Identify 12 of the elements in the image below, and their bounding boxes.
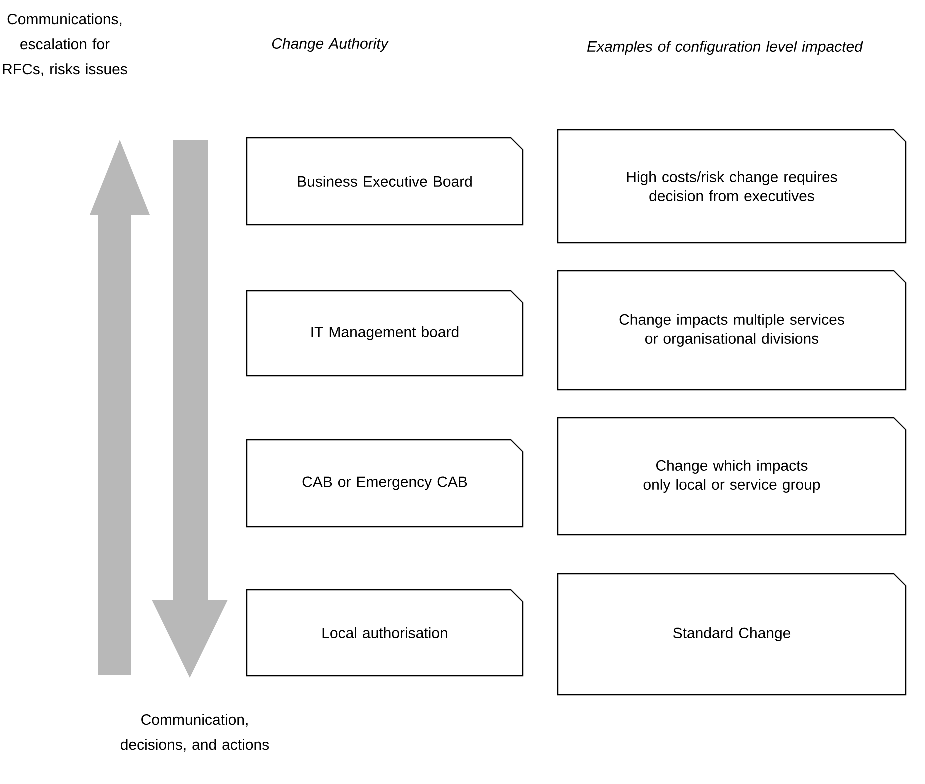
column-heading: Communications, escalation for RFCs, risks issues (3, 14, 128, 76)
authority-box: High costs/risk change requires decision from executives (557, 129, 907, 244)
authority-box: Business Executive Board (246, 137, 524, 226)
authority-box: Local authorisation (246, 589, 524, 677)
authority-box: Change impacts multiple services or organisational divisions (557, 270, 907, 391)
column-heading: Communication, decisions, and actions (121, 714, 270, 752)
authority-box: Standard Change (557, 573, 907, 696)
authority-box: IT Management board (246, 290, 524, 377)
authority-box: Change which impacts only local or service group (557, 417, 907, 536)
authority-box: CAB or Emergency CAB (246, 439, 524, 528)
column-heading: Examples of configuration level impacted (587, 41, 864, 55)
column-heading: Change Authority (272, 38, 390, 52)
